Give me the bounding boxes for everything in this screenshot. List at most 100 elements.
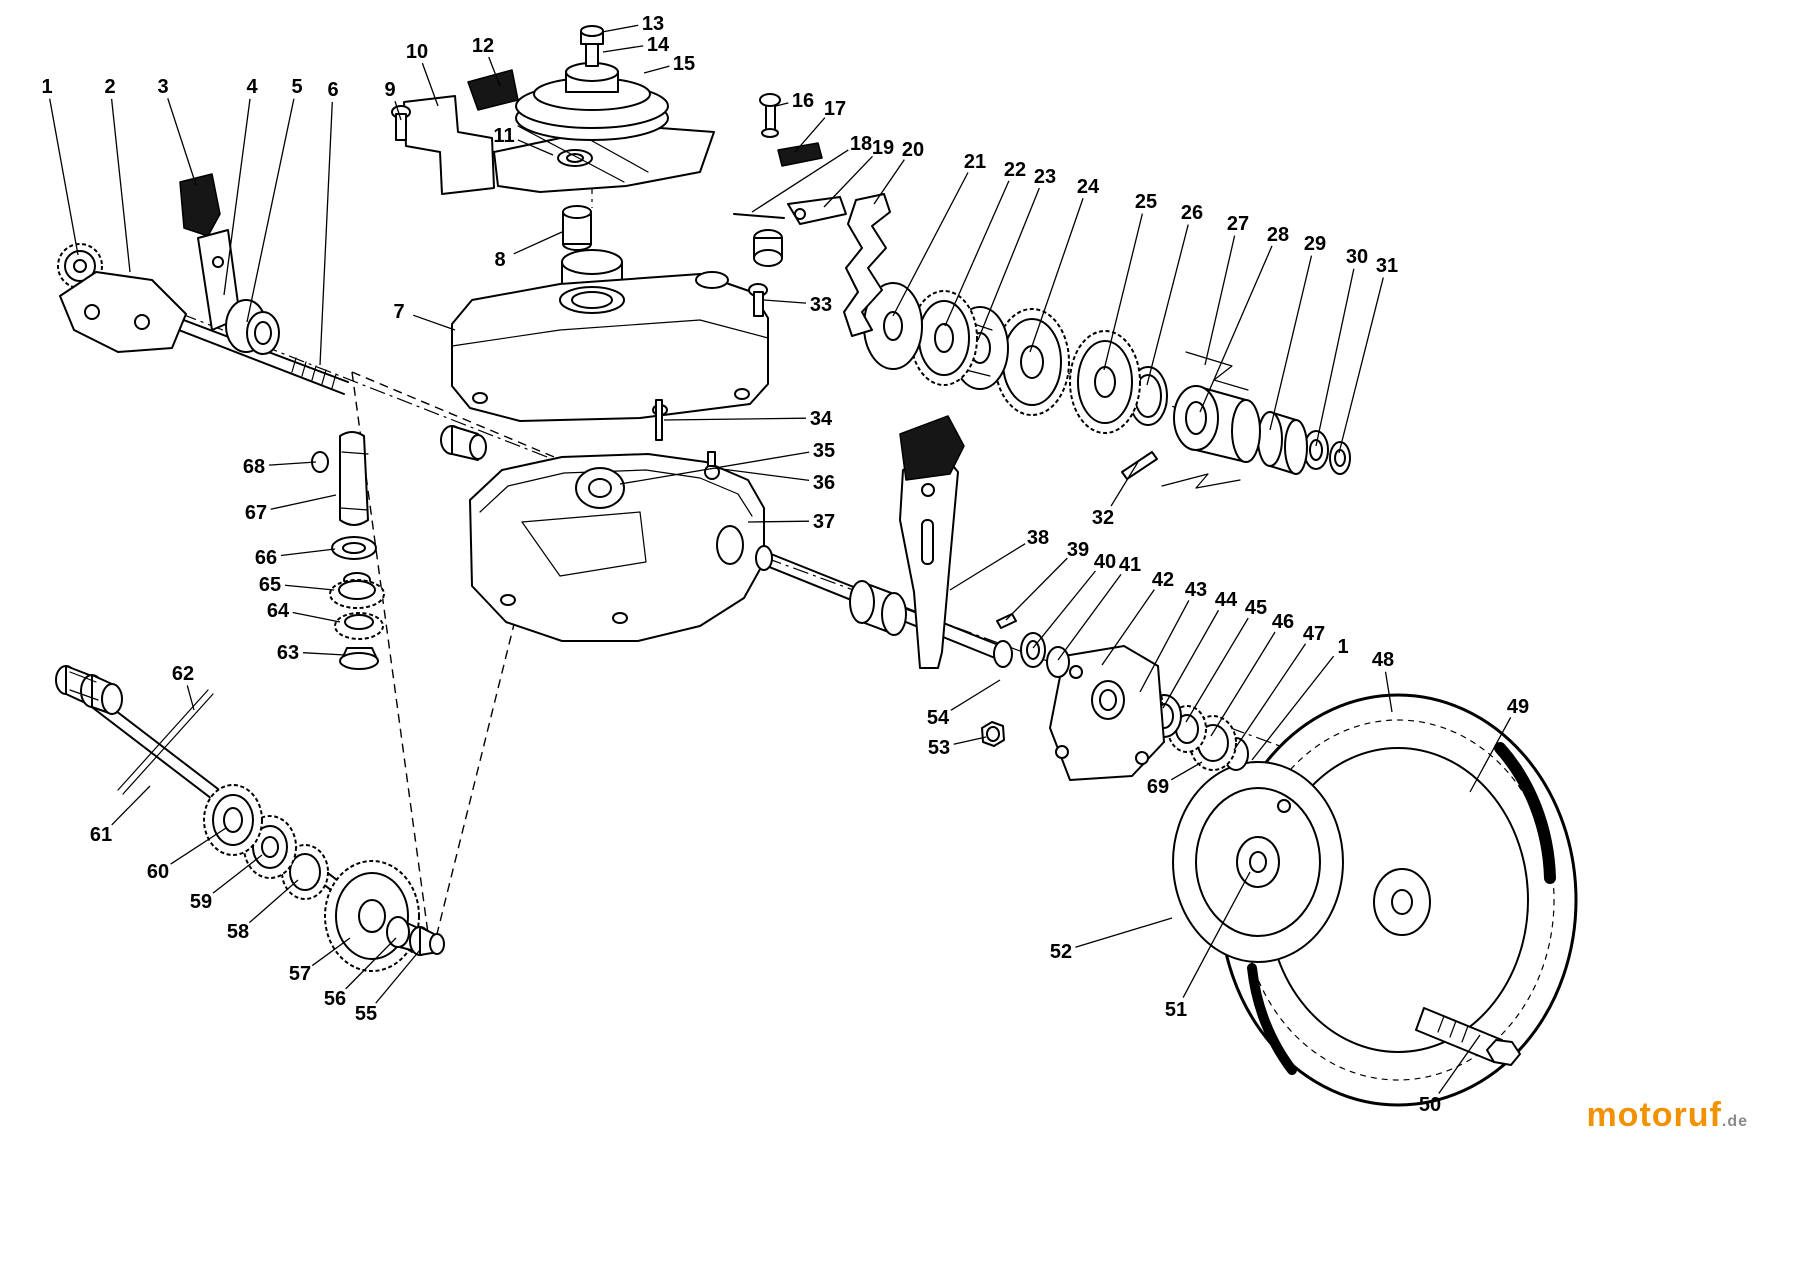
part-number-label: 29 <box>1304 233 1326 255</box>
shaft-spring <box>291 357 337 389</box>
leader-line <box>110 98 131 273</box>
leader-line <box>601 24 639 33</box>
part-number-label: 31 <box>1376 255 1398 277</box>
part-number-label: 1 <box>41 76 52 98</box>
leader-line <box>953 736 987 745</box>
lower-left-axle-assembly <box>55 665 445 972</box>
part-number-label: 14 <box>647 34 670 56</box>
leader-line <box>1438 1034 1481 1094</box>
leader-line <box>1139 600 1190 693</box>
part-number-label: 11 <box>493 125 514 147</box>
part-number-label: 15 <box>673 53 695 75</box>
part-number-label: 67 <box>245 502 267 524</box>
leader-line <box>1185 617 1249 723</box>
leader-line <box>1269 255 1313 431</box>
part-number-label: 57 <box>289 963 311 985</box>
leader-lines <box>49 24 1512 1094</box>
leader-line <box>186 685 195 711</box>
part-number-label: 46 <box>1272 611 1294 633</box>
leader-line <box>223 98 251 296</box>
part-number-label: 52 <box>1050 941 1072 963</box>
leader-line <box>1199 245 1273 413</box>
lever-grip <box>899 415 965 481</box>
part-number-label: 60 <box>147 861 169 883</box>
idler-shaft <box>339 431 369 526</box>
watermark-suffix: .de <box>1721 1113 1748 1130</box>
leader-line <box>1469 717 1512 793</box>
gear-case-upper <box>451 249 769 422</box>
leader-line <box>1075 917 1173 948</box>
part-number-label: 1 <box>1337 636 1348 658</box>
leader-line <box>1110 461 1139 507</box>
part-number-label: 48 <box>1372 649 1394 671</box>
part-number-label: 63 <box>277 642 299 664</box>
leader-line <box>302 652 346 656</box>
part-number-label: 37 <box>813 511 835 533</box>
leader-line <box>1162 609 1220 709</box>
part-number-label: 4 <box>246 76 258 98</box>
leader-line <box>1101 589 1155 666</box>
clip <box>777 142 823 167</box>
leader-line <box>1005 557 1068 621</box>
clutch-gear-stack <box>843 193 1351 489</box>
leader-line <box>794 117 826 153</box>
part-number-label: 35 <box>813 440 835 462</box>
part-number-label: 26 <box>1181 202 1203 224</box>
leader-line <box>1338 277 1384 454</box>
leader-line <box>319 101 333 366</box>
key <box>996 613 1017 629</box>
leader-line <box>763 299 807 304</box>
part-number-label: 64 <box>267 600 290 622</box>
part-number-label: 43 <box>1185 579 1207 601</box>
part-number-label: 49 <box>1507 696 1529 718</box>
leader-line <box>1029 198 1084 353</box>
part-number-label: 62 <box>172 663 194 685</box>
leader-line <box>170 827 227 865</box>
leader-line <box>944 180 1010 327</box>
shift-lever <box>899 415 965 669</box>
part-number-label: 33 <box>810 294 832 316</box>
leader-line <box>488 56 501 87</box>
part-number-label: 27 <box>1227 213 1249 235</box>
rod <box>117 689 214 795</box>
leader-line <box>1032 570 1096 649</box>
part-number-label: 2 <box>104 76 115 98</box>
part-number-label: 40 <box>1094 551 1116 573</box>
leader-line <box>270 494 337 510</box>
part-number-label: 51 <box>1165 999 1187 1021</box>
part-number-label: 24 <box>1077 176 1100 198</box>
leader-line <box>268 461 317 466</box>
part-number-label: 56 <box>324 988 346 1010</box>
leader-line <box>1103 213 1144 371</box>
shift-bracket <box>843 193 891 337</box>
part-number-label: 47 <box>1303 623 1325 645</box>
part-number-label: 41 <box>1119 554 1141 576</box>
leader-line <box>421 62 439 107</box>
leader-line <box>1057 574 1122 661</box>
part-number-label: 28 <box>1267 224 1289 246</box>
leader-line <box>823 155 873 208</box>
leader-line <box>713 467 810 482</box>
leader-line <box>949 543 1026 591</box>
part-number-label: 69 <box>1147 776 1169 798</box>
part-number-label: 5 <box>291 76 302 98</box>
part-number-label: 59 <box>190 891 212 913</box>
left-input-shaft-assembly <box>57 173 487 461</box>
leader-line <box>775 102 789 107</box>
leader-line <box>246 98 295 323</box>
leader-line <box>212 854 263 894</box>
part-number-label: 20 <box>902 139 924 161</box>
watermark-logo: motoruf.de <box>1586 1096 1748 1135</box>
part-number-label: 39 <box>1067 539 1089 561</box>
leader-line <box>280 548 336 557</box>
leader-line <box>292 611 341 623</box>
leader-line <box>1170 761 1203 781</box>
part-number-label: 54 <box>927 707 950 729</box>
leader-line <box>602 45 644 53</box>
leader-line <box>345 937 397 990</box>
gear-case-top <box>451 273 769 422</box>
leader-line <box>394 101 402 121</box>
